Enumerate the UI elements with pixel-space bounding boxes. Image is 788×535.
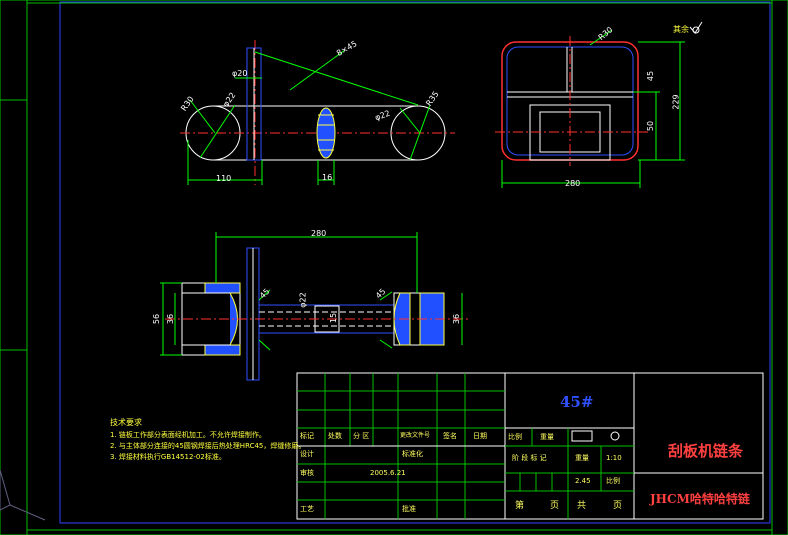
tb-total: 共 bbox=[577, 501, 587, 511]
dim-280-top: 280 bbox=[565, 179, 581, 188]
corner-line bbox=[9, 504, 46, 521]
inner-rounded-frame bbox=[506, 46, 634, 156]
dim-229: 229 bbox=[671, 94, 681, 110]
tech-title: 技术要求 bbox=[110, 418, 142, 427]
top-left-view bbox=[180, 40, 455, 185]
tech-line-3: 3. 焊接材料执行GB14512-02标准。 bbox=[110, 453, 226, 461]
dim-16: 16 bbox=[322, 173, 333, 182]
dim-phi20: φ20 bbox=[232, 69, 248, 78]
tb-label-zone: 分 区 bbox=[353, 432, 370, 440]
bv-leader4 bbox=[379, 339, 393, 349]
tb-label-sign: 签名 bbox=[443, 432, 457, 440]
dim-36-right: 36 bbox=[452, 313, 462, 325]
projection-symbol bbox=[610, 431, 620, 441]
inner-frame bbox=[59, 1, 771, 524]
tb-label-mark: 标记 bbox=[300, 432, 314, 440]
bv-left-hatch-bot bbox=[204, 344, 241, 356]
part-name: 刮板机链条 bbox=[668, 442, 744, 460]
roughness-circle-icon bbox=[692, 26, 700, 34]
bv-leader2 bbox=[258, 339, 271, 351]
bv-leader1 bbox=[258, 289, 271, 301]
tb-approve: 批准 bbox=[402, 505, 416, 513]
dim-15: 15 bbox=[329, 312, 339, 324]
section-hatch-oval bbox=[316, 107, 336, 159]
tb-label-date: 日期 bbox=[473, 432, 487, 440]
tr-leader-r bbox=[589, 29, 613, 46]
tb-ratio-value: 2.45 bbox=[575, 477, 591, 485]
tb-sheet-unit: 页 bbox=[550, 501, 560, 511]
tb-craft: 工艺 bbox=[300, 505, 314, 513]
tb-check: 审核 bbox=[300, 469, 314, 477]
material-label: 45# bbox=[560, 393, 594, 411]
tb-weight: 重量 bbox=[575, 454, 589, 462]
leader-long bbox=[254, 51, 419, 106]
dim-45: 45 bbox=[646, 70, 656, 82]
tb-sheet: 第 bbox=[515, 501, 525, 511]
roughness-symbol bbox=[571, 430, 593, 442]
roughness-label: 其余 bbox=[673, 25, 689, 34]
dim-56: 56 bbox=[152, 313, 162, 325]
bottom-view bbox=[160, 232, 470, 381]
bv-left-hatch-top bbox=[204, 282, 241, 294]
tb-scale-value: 1:10 bbox=[606, 454, 622, 462]
dim-280-bottom: 280 bbox=[311, 229, 327, 238]
tech-line-2: 2. 与主体部分连接的45圆钢焊接后热处理HRC45，焊缝修磨。 bbox=[110, 442, 306, 450]
top-right-view bbox=[495, 29, 685, 188]
tb-design-date: 2005.6.21 bbox=[370, 469, 406, 477]
tb-label-change: 更改文件号 bbox=[400, 432, 431, 439]
tb-design: 设计 bbox=[300, 450, 314, 458]
tb-scale-hdr: 比例 bbox=[508, 433, 522, 441]
left-eye-diag bbox=[199, 104, 236, 159]
left-eye-diag2 bbox=[189, 99, 216, 134]
dim-50: 50 bbox=[646, 120, 656, 132]
dim-phi22-bottom: φ22 bbox=[298, 292, 308, 308]
tb-scale: 比例 bbox=[606, 477, 620, 485]
leader-arrow bbox=[289, 49, 346, 91]
tb-total-unit: 页 bbox=[613, 501, 623, 511]
right-eye-diag2 bbox=[399, 107, 421, 134]
dim-110: 110 bbox=[216, 174, 232, 183]
dim-36-left: 36 bbox=[166, 313, 176, 325]
tb-label-count: 处数 bbox=[328, 432, 342, 440]
bv-leader3 bbox=[379, 291, 393, 301]
tb-std: 标准化 bbox=[402, 450, 423, 458]
part-name-en: JHCM哈特哈特链 bbox=[650, 492, 750, 506]
tech-line-1: 1. 链板工作部分表面经机加工。不允许焊接制作。 bbox=[110, 431, 266, 439]
tb-stage: 阶 段 标 记 bbox=[512, 454, 547, 462]
tb-weight-hdr: 重量 bbox=[540, 433, 554, 441]
corner-triangle bbox=[0, 469, 11, 511]
title-block bbox=[296, 372, 764, 520]
